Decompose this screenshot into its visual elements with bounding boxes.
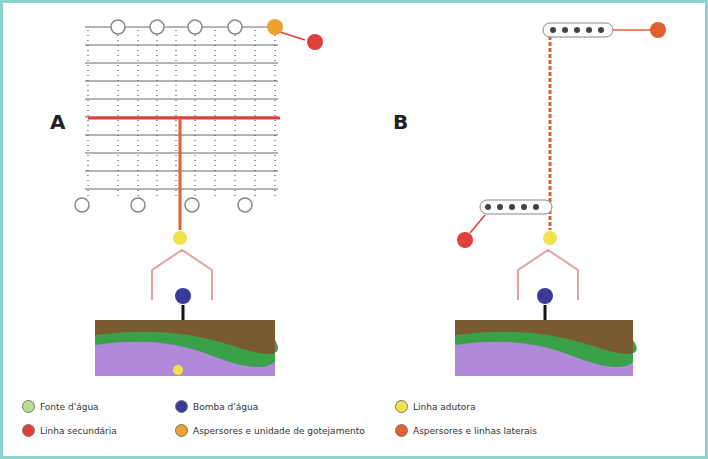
lateral-marker <box>307 34 323 50</box>
leader-line <box>470 215 485 233</box>
legend-swatch <box>395 424 408 437</box>
control-marker <box>650 22 666 38</box>
sprinkler-group <box>480 200 552 214</box>
sprinkler-group <box>543 23 613 37</box>
legend-swatch <box>395 400 408 413</box>
legend-item: Aspersores e unidade de gotejamento <box>175 424 365 437</box>
main-marker <box>173 231 187 245</box>
legend-swatch <box>175 424 188 437</box>
legend-item: Aspersores e linhas laterais <box>395 424 537 437</box>
legend-swatch <box>22 400 35 413</box>
legend-item: Linha secundária <box>22 424 117 437</box>
water-source <box>455 320 637 376</box>
lateral-marker <box>457 232 473 248</box>
panel-letter: A <box>50 110 65 134</box>
secondary-line <box>88 117 280 120</box>
legend-swatch <box>175 400 188 413</box>
legend-item: Linha adutora <box>395 400 475 413</box>
legend-text: Aspersores e linhas laterais <box>413 426 537 436</box>
legend-text: Linha secundária <box>40 426 117 436</box>
water-source <box>95 320 278 376</box>
legend-text: Linha adutora <box>413 402 475 412</box>
main-marker <box>543 231 557 245</box>
legend-text: Aspersores e unidade de gotejamento <box>193 426 365 436</box>
legend-text: Bomba d'água <box>193 402 258 412</box>
leader-line <box>280 32 305 40</box>
legend-text: Fonte d'água <box>40 402 99 412</box>
pump-marker <box>175 288 191 304</box>
pump-marker <box>537 288 553 304</box>
leader-line <box>612 29 650 31</box>
sprinkler-circles <box>75 20 252 212</box>
legend-swatch <box>22 424 35 437</box>
legend-item: Fonte d'água <box>22 400 99 413</box>
main-line <box>179 118 182 230</box>
sprinkler-dots <box>485 27 604 210</box>
main-line <box>549 30 552 230</box>
panel-letter: B <box>393 110 408 134</box>
legend-item: Bomba d'água <box>175 400 258 413</box>
control-marker <box>267 19 283 35</box>
